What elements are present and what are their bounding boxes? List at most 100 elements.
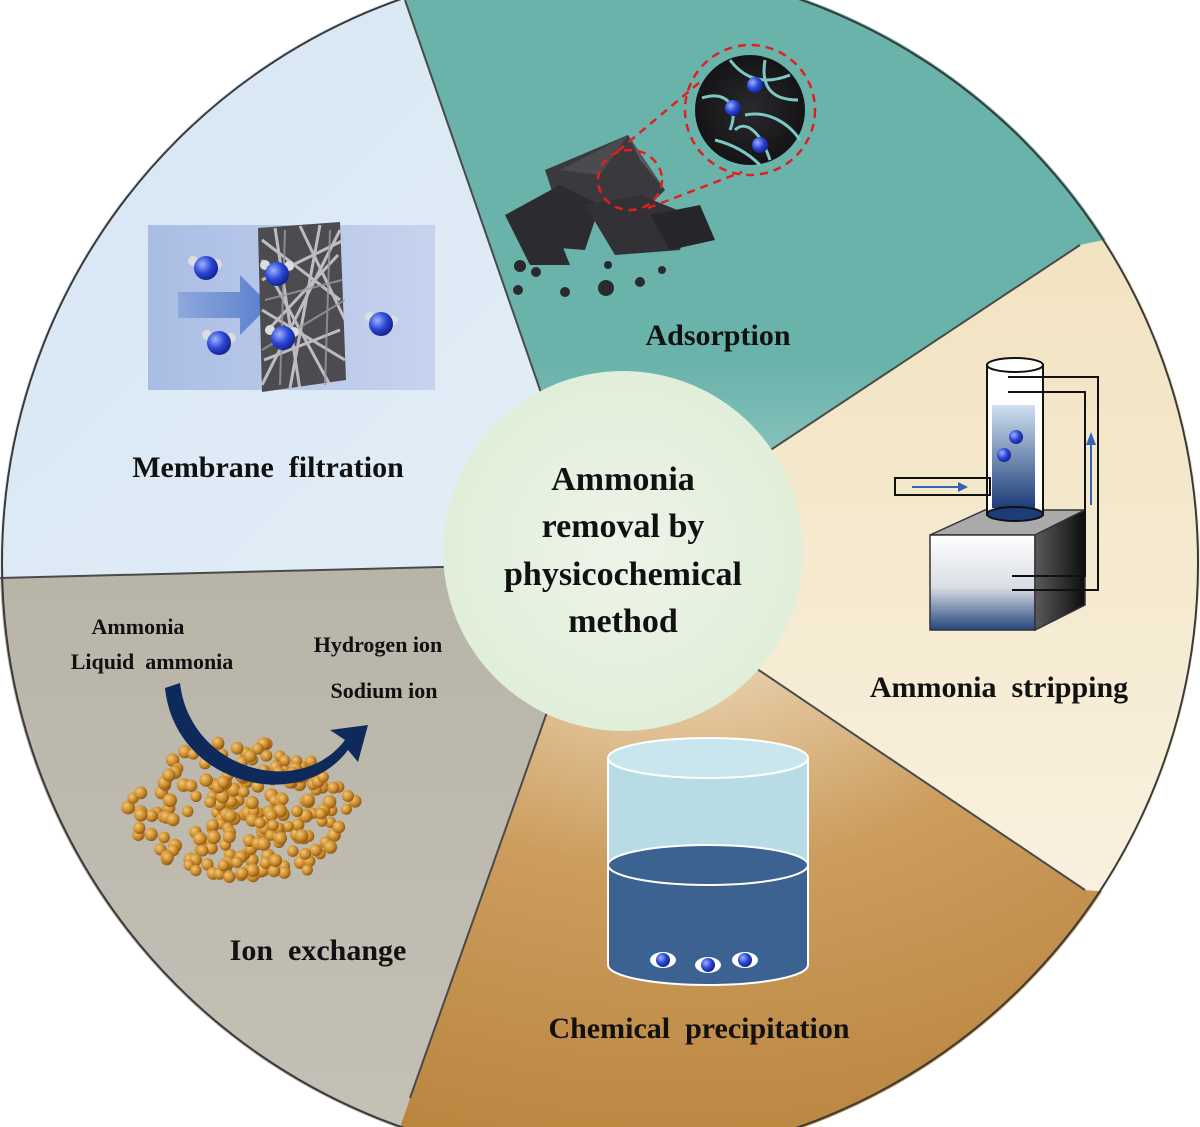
resin-bead — [145, 809, 158, 822]
exchange-arrow-icon — [165, 683, 368, 785]
stripping-label: Ammonia stripping — [870, 671, 1128, 704]
resin-bead — [217, 859, 230, 872]
center-title-line-3: physicochemical — [504, 556, 742, 593]
resin-bead — [245, 863, 260, 878]
resin-bead — [291, 805, 303, 818]
input-label-ammonia: Ammonia — [92, 614, 185, 639]
resin-bead — [134, 786, 148, 800]
pore-zoom-icon — [695, 55, 805, 167]
resin-bead — [291, 818, 305, 831]
precipitate-molecules — [650, 952, 758, 973]
resin-bead — [206, 830, 221, 845]
center-circle — [443, 371, 803, 731]
resin-bead — [163, 793, 177, 808]
resin-bead — [201, 858, 214, 871]
resin-bead — [223, 809, 237, 823]
flow-arrow-icon — [1086, 432, 1096, 445]
precipitation-illustration — [607, 737, 809, 986]
resin-bead — [181, 805, 194, 818]
box-front — [929, 534, 1036, 631]
resin-bead — [222, 830, 236, 844]
resin-bead — [254, 817, 266, 829]
resin-bead — [211, 736, 225, 749]
resin-bead — [294, 829, 309, 843]
resin-bead — [274, 831, 288, 845]
ion-exchange-illustration — [121, 683, 368, 883]
resin-bead — [223, 870, 236, 883]
output-label-sodium-ion: Sodium ion — [331, 678, 438, 703]
resin-bead — [231, 856, 243, 869]
resin-bead — [327, 781, 340, 794]
resin-bead — [267, 819, 279, 831]
resin-bead — [230, 741, 244, 755]
resin-bead — [121, 800, 135, 815]
ion-exchange-label: Ion exchange — [230, 934, 407, 967]
precipitation-label: Chemical precipitation — [548, 1012, 849, 1045]
adsorption-label: Adsorption — [645, 319, 790, 352]
resin-bead — [279, 754, 291, 767]
resin-bead — [301, 793, 315, 807]
resin-bead — [238, 786, 250, 798]
resin-bead — [144, 827, 158, 842]
membrane-mesh — [258, 222, 347, 392]
stripping-pipes — [894, 376, 1099, 591]
molecule-icon — [260, 260, 294, 286]
resin-bead — [332, 820, 346, 834]
flow-arrow-icon — [178, 275, 270, 335]
resin-bead — [259, 856, 272, 870]
ammonia-molecules — [188, 256, 398, 355]
center-title-line-4: method — [568, 603, 678, 640]
tank-top — [607, 737, 809, 779]
resin-bead — [340, 803, 352, 815]
input-label-liquid-ammonia: Liquid ammonia — [71, 649, 234, 674]
zoom-indicator — [596, 43, 817, 212]
resin-bead — [196, 844, 209, 857]
resin-bead — [282, 820, 294, 832]
resin-bead — [323, 840, 338, 854]
membrane-illustration — [148, 222, 435, 392]
output-label-hydrogen-ion: Hydrogen ion — [314, 632, 443, 657]
flow-arrow-icon — [958, 482, 968, 492]
resin-bead — [315, 807, 327, 820]
resin-bead — [317, 771, 329, 783]
resin-bead — [190, 790, 202, 802]
resin-bead — [301, 864, 313, 876]
activated-carbon-icon — [505, 135, 715, 297]
resin-bead — [256, 837, 271, 851]
resin-bead — [245, 795, 259, 810]
resin-bead — [199, 773, 213, 787]
membrane-label: Membrane filtration — [132, 451, 404, 484]
molecule-icon — [188, 256, 222, 280]
molecule-icon — [265, 325, 299, 350]
molecule-icon — [202, 330, 236, 355]
resin-bead — [277, 793, 289, 805]
center-title-line-1: Ammonia — [551, 461, 695, 498]
resin-bead — [278, 866, 291, 879]
center-title-line-2: removal by — [542, 508, 705, 545]
resin-bead — [236, 867, 249, 880]
resin-bead — [309, 843, 323, 857]
resin-bead — [261, 750, 273, 762]
stripping-illustration — [894, 357, 1099, 632]
molecule-icon — [997, 430, 1023, 462]
box-side — [1034, 508, 1086, 632]
resin-bead — [299, 848, 312, 860]
resin-bead — [206, 818, 219, 832]
resin-bead — [305, 755, 317, 768]
resin-bead — [243, 749, 257, 763]
resin-bead — [287, 845, 299, 857]
tank-upper — [608, 758, 808, 865]
resin-bead — [267, 864, 281, 878]
resin-bead — [193, 831, 207, 846]
molecule-icon — [732, 952, 758, 968]
resin-bead — [166, 813, 180, 827]
resin-bead — [217, 775, 230, 789]
resin-bead — [134, 808, 148, 822]
molecule-icon — [695, 957, 721, 973]
resin-beads — [121, 736, 362, 883]
resin-bead — [190, 864, 202, 877]
resin-bead — [269, 854, 283, 867]
adsorption-illustration — [505, 43, 817, 297]
